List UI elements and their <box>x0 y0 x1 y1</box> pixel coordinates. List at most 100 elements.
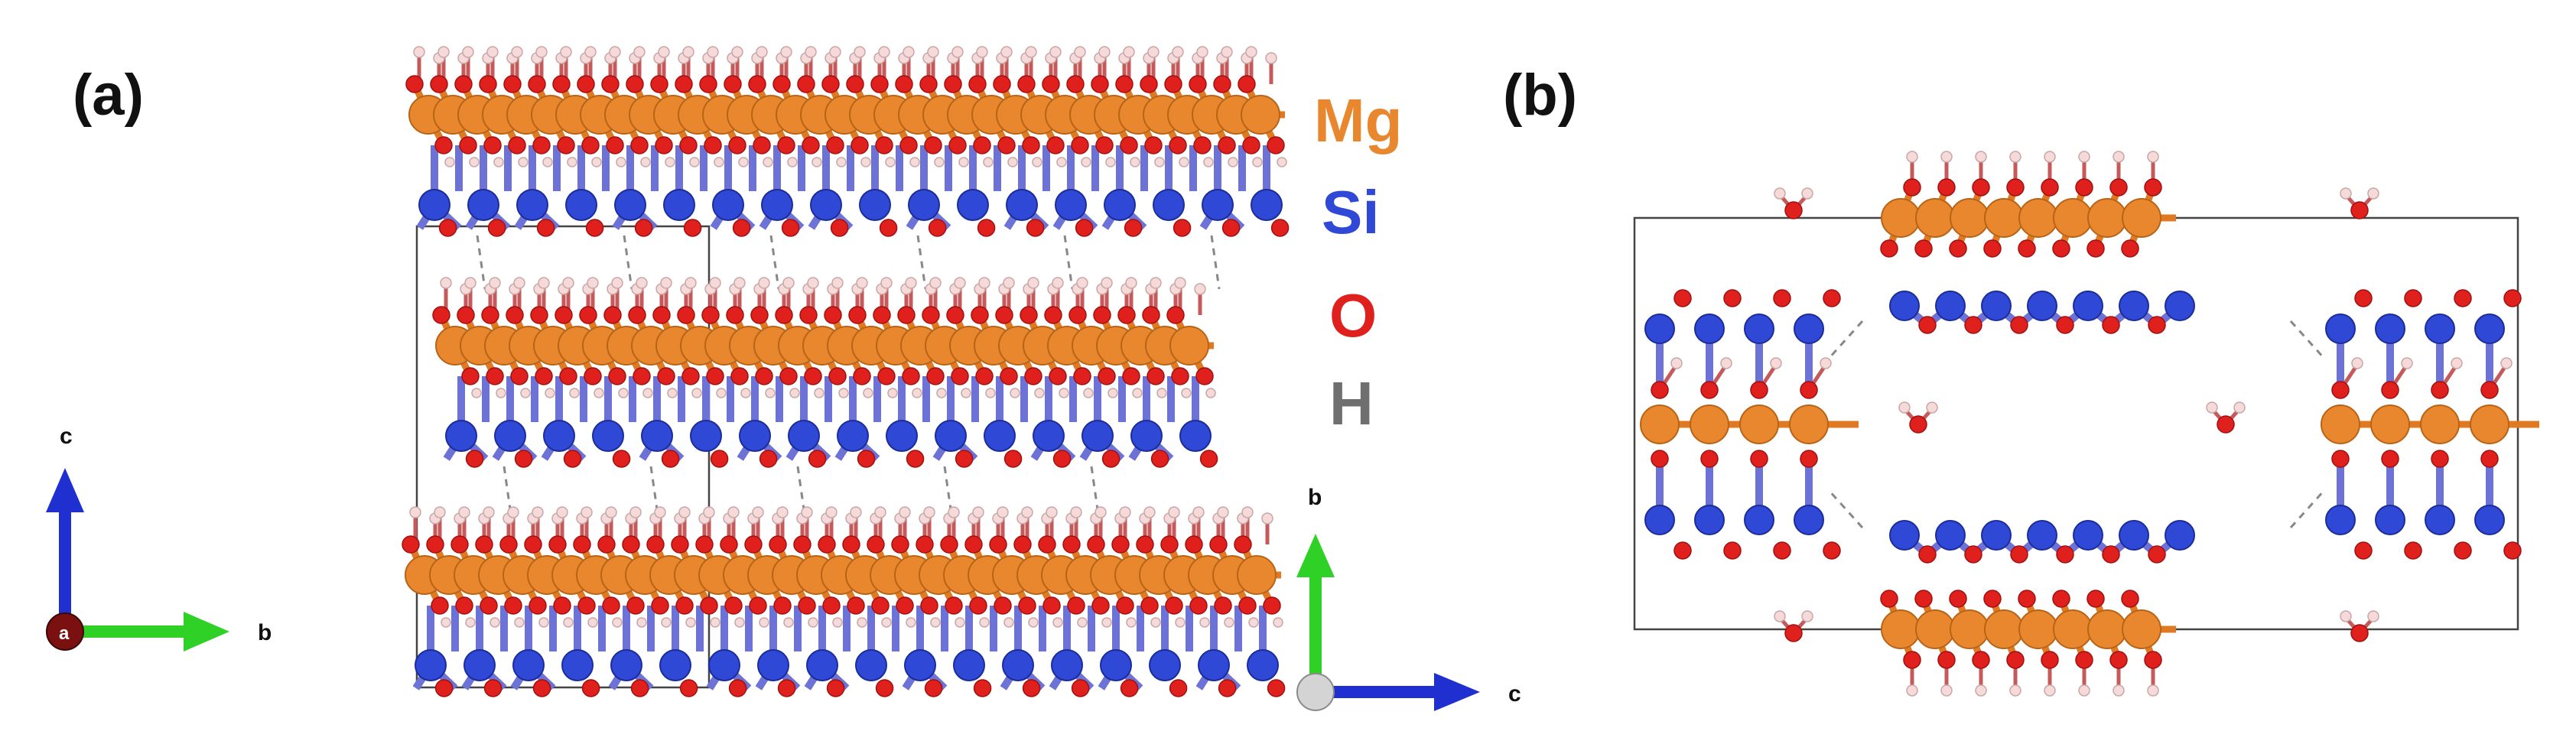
atom-h-atom <box>409 506 421 518</box>
unit-cell-a <box>415 225 711 689</box>
atom-o-atom <box>1651 450 1669 468</box>
atom-h-atom <box>560 46 572 58</box>
atom-o-atom <box>681 367 700 385</box>
atom-si-atom <box>1744 505 1774 535</box>
atom-h-atom <box>857 617 867 628</box>
atom-h-atom <box>538 617 549 628</box>
atom-o-atom <box>2075 178 2093 197</box>
atom-h-atom <box>665 157 675 167</box>
atom-h-atom <box>1199 617 1210 628</box>
atom-h-atom <box>710 617 720 628</box>
atom-o-atom <box>2331 381 2350 399</box>
atom-h-atom <box>1034 388 1045 398</box>
atom-o-atom <box>2217 415 2235 434</box>
atom-o-atom <box>724 596 743 615</box>
atom-o-atom <box>2454 541 2472 560</box>
atom-o-atom <box>655 136 673 154</box>
atom-o-atom <box>2052 590 2070 608</box>
atom-h-atom <box>1192 506 1205 518</box>
atom-o-atom <box>573 535 591 554</box>
atom-h-atom <box>633 46 646 58</box>
atom-h-atom <box>2078 151 2090 163</box>
atom-si-atom <box>2474 314 2505 344</box>
atom-h-atom <box>1906 684 1918 697</box>
atom-h-atom <box>2451 357 2463 369</box>
atom-h-atom <box>616 157 626 167</box>
atom-h-atom <box>1277 157 1287 167</box>
atom-si-atom <box>1247 649 1279 681</box>
atom-h-atom <box>1265 52 1277 64</box>
atom-si-atom <box>463 649 496 681</box>
atom-o-atom <box>926 367 945 385</box>
atom-o-atom <box>2018 239 2036 258</box>
atom-h-atom <box>860 157 871 167</box>
atom-h-atom <box>471 388 482 398</box>
atom-o-atom <box>506 306 524 324</box>
atom-o-atom <box>919 75 938 93</box>
atom-mg-atom <box>2087 609 2127 649</box>
atom-o-atom <box>1918 316 1937 334</box>
atom-h-atom <box>903 46 915 58</box>
atom-h-atom <box>874 506 886 518</box>
atom-o-atom <box>1091 596 1110 615</box>
atom-h-atom <box>1245 46 1257 58</box>
atom-o-atom <box>699 75 717 93</box>
atom-o-atom <box>1018 596 1036 615</box>
atom-mg-atom <box>1984 609 2024 649</box>
atom-o-atom <box>1169 679 1188 697</box>
atom-o-atom <box>857 450 876 468</box>
atom-o-atom <box>679 679 698 697</box>
atom-si-atom <box>953 649 985 681</box>
atom-o-atom <box>1067 596 1085 615</box>
atom-h-atom <box>1273 617 1283 628</box>
atom-h-atom <box>691 388 702 398</box>
atom-o-atom <box>804 367 822 385</box>
atom-h-atom <box>983 157 994 167</box>
atom-h-atom <box>927 46 939 58</box>
atom-si-atom <box>1694 314 1725 344</box>
atom-h-atom <box>1175 617 1186 628</box>
atom-si-atom <box>543 420 575 452</box>
atom-h-atom <box>1926 401 1938 414</box>
element-legend: Mg Si O H <box>1314 86 1403 437</box>
atom-h-atom <box>782 277 795 289</box>
atom-si-atom <box>565 189 597 221</box>
atom-o-atom <box>465 450 484 468</box>
atom-o-atom <box>1120 136 1138 154</box>
atom-o-atom <box>830 219 849 237</box>
atom-o-atom <box>902 367 920 385</box>
atom-o-atom <box>1144 136 1163 154</box>
atom-o-atom <box>1213 75 1231 93</box>
atom-h-atom <box>734 617 745 628</box>
atom-o-atom <box>1003 450 1023 468</box>
legend-o: O <box>1329 281 1377 349</box>
atom-o-atom <box>1723 541 1742 560</box>
atom-si-atom <box>1051 649 1083 681</box>
atom-o-atom <box>2404 541 2422 560</box>
atom-h-atom <box>2340 610 2352 622</box>
atom-si-atom <box>2073 291 2103 321</box>
atom-o-atom <box>1075 219 1094 237</box>
atom-h-atom <box>752 506 764 518</box>
atom-h-atom <box>1181 388 1192 398</box>
atom-o-atom <box>847 596 865 615</box>
atom-o-atom <box>581 679 600 697</box>
atom-o-atom <box>1042 596 1061 615</box>
atom-h-atom <box>518 157 529 167</box>
atom-si-atom <box>1202 189 1234 221</box>
atom-h-atom <box>979 617 990 628</box>
atom-o-atom <box>633 367 651 385</box>
atom-o-atom <box>553 596 571 615</box>
axis-a-origin <box>46 612 84 651</box>
atom-h-atom <box>567 157 577 167</box>
atom-o-atom <box>1185 535 1203 554</box>
atom-si-atom <box>1889 291 1920 321</box>
panel-a-atoms <box>402 46 1290 697</box>
atom-si-atom <box>904 649 936 681</box>
atom-h-atom <box>486 46 499 58</box>
atom-o-atom <box>1189 75 1207 93</box>
atom-o-atom <box>1169 136 1187 154</box>
atom-h-atom <box>2500 357 2513 369</box>
atom-o-atom <box>1238 75 1256 93</box>
atom-si-atom <box>708 649 740 681</box>
